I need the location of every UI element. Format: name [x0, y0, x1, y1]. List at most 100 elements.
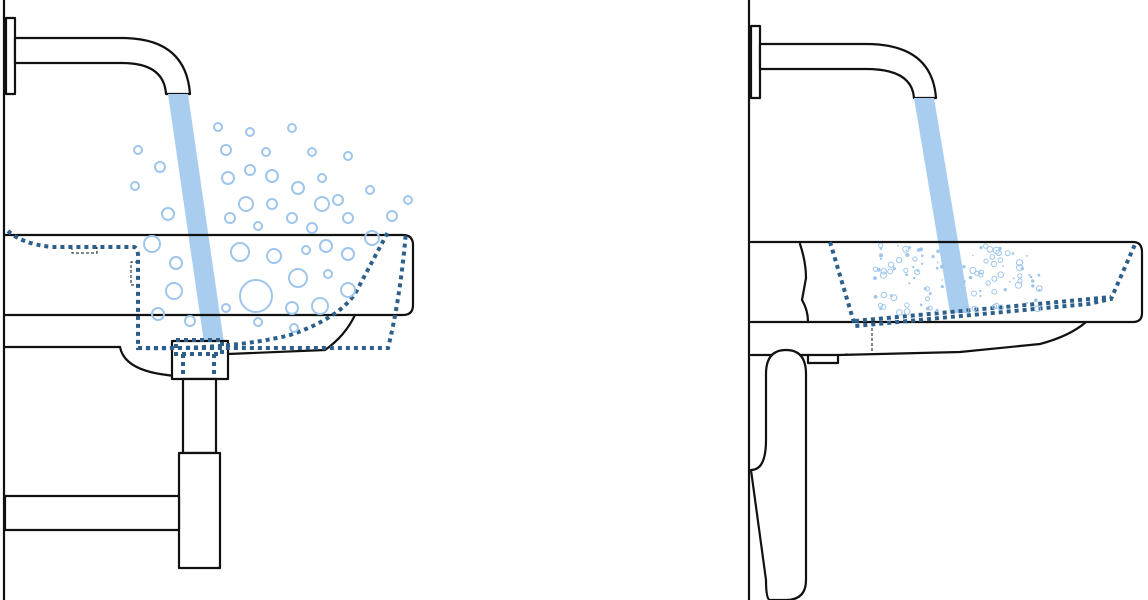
bubble-icon [169, 256, 183, 270]
bubble-icon [230, 242, 250, 262]
mist-droplet-icon [879, 271, 888, 279]
bubble-icon [311, 297, 329, 315]
mist-droplet-icon [905, 249, 908, 252]
mist-droplet-icon [993, 302, 1000, 309]
mist-droplet-icon [920, 262, 924, 265]
mist-droplet-icon [1025, 301, 1028, 305]
bubble-icon [288, 268, 308, 288]
left-waste-pipe-icon [3, 494, 181, 532]
mist-droplet-icon [896, 309, 903, 316]
right-basin [749, 240, 1144, 365]
bubble-icon [261, 147, 271, 157]
bubble-icon [285, 301, 299, 315]
bubble-icon [130, 181, 140, 191]
mist-droplet-icon [879, 257, 883, 260]
mist-droplet-icon [962, 265, 966, 269]
mist-droplet-icon [935, 266, 939, 270]
mist-droplet-icon [902, 245, 910, 253]
mist-droplet-icon [896, 257, 903, 264]
mist-droplet-icon [971, 305, 978, 312]
mist-droplet-icon [880, 304, 887, 310]
mist-droplet-icon [968, 275, 973, 280]
mist-droplet-icon [905, 273, 908, 277]
mist-droplet-icon [878, 242, 884, 249]
mist-droplet-icon [908, 282, 911, 285]
mist-droplet-icon [914, 269, 921, 276]
mist-droplet-icon [1017, 273, 1023, 279]
mist-droplet-icon [880, 291, 888, 299]
bubble-icon [224, 212, 236, 224]
mist-droplet-icon [961, 286, 964, 289]
mist-droplet-icon [1028, 273, 1031, 276]
mist-droplet-icon [879, 253, 883, 258]
bubble-icon [341, 247, 355, 261]
mist-droplet-icon [941, 279, 944, 281]
mist-droplet-icon [1038, 288, 1041, 292]
bubble-icon [307, 147, 317, 157]
bubble-icon [253, 317, 263, 327]
mist-droplet-icon [923, 287, 927, 291]
bubble-icon [364, 230, 380, 246]
right-bowl-outline [828, 241, 1138, 329]
bubble-icon [211, 98, 217, 104]
mist-droplet-icon [940, 264, 944, 269]
bubble-icon [365, 185, 375, 195]
left-basin [3, 233, 415, 378]
mist-droplet-icon [936, 261, 939, 264]
mist-droplet-icon [892, 267, 896, 271]
left-splash-bubbles [130, 98, 431, 333]
bubble-icon [386, 210, 398, 222]
bubble-icon [238, 196, 254, 212]
mist-droplet-icon [936, 249, 940, 254]
mist-droplet-icon [1025, 254, 1028, 257]
mist-droplet-icon [978, 270, 981, 273]
mist-droplet-icon [1034, 298, 1038, 303]
bubble-icon [265, 169, 279, 183]
mist-droplet-icon [931, 254, 935, 259]
mist-droplet-icon [876, 267, 881, 272]
mist-droplet-icon [925, 306, 930, 311]
left-bottle-trap [3, 339, 230, 570]
bubble-icon [161, 207, 175, 221]
mist-droplet-icon [1031, 284, 1035, 288]
bubble-icon [291, 181, 305, 195]
mist-droplet-icon [1034, 305, 1041, 313]
mist-droplet-icon [997, 257, 1004, 263]
right-faucet-spout-icon [749, 24, 938, 100]
mist-droplet-icon [979, 289, 982, 293]
bubble-icon [343, 151, 353, 161]
mist-droplet-icon [940, 285, 944, 289]
mist-droplet-icon [916, 269, 919, 272]
right-fine-mist [872, 242, 1043, 316]
bubble-icon [286, 212, 298, 224]
mist-droplet-icon [904, 302, 910, 308]
bubble-icon [306, 222, 318, 234]
mist-droplet-icon [1009, 280, 1011, 283]
mist-droplet-icon [1002, 265, 1005, 267]
bubble-icon [266, 198, 278, 210]
mist-droplet-icon [991, 275, 998, 282]
mist-droplet-icon [873, 276, 877, 280]
mist-droplet-icon [913, 276, 916, 280]
bubble-icon [213, 122, 223, 132]
mist-droplet-icon [979, 246, 983, 250]
mist-droplet-icon [880, 268, 888, 275]
bubble-icon [425, 179, 431, 185]
bubble-icon [165, 282, 183, 300]
mist-droplet-icon [921, 254, 924, 258]
mist-droplet-icon [1016, 264, 1024, 272]
mist-droplet-icon [912, 265, 915, 269]
bubble-icon [317, 173, 327, 183]
bubble-icon [154, 161, 166, 173]
mist-droplet-icon [997, 271, 1005, 279]
left-faucet-spout-icon [4, 16, 192, 96]
mist-droplet-icon [990, 260, 998, 268]
mist-droplet-icon [971, 254, 974, 257]
bubble-icon [253, 221, 263, 231]
bubble-icon [297, 101, 303, 107]
bubble-icon [342, 212, 354, 224]
bubble-icon [340, 282, 356, 298]
mist-droplet-icon [925, 296, 930, 302]
bubble-icon [143, 235, 161, 253]
